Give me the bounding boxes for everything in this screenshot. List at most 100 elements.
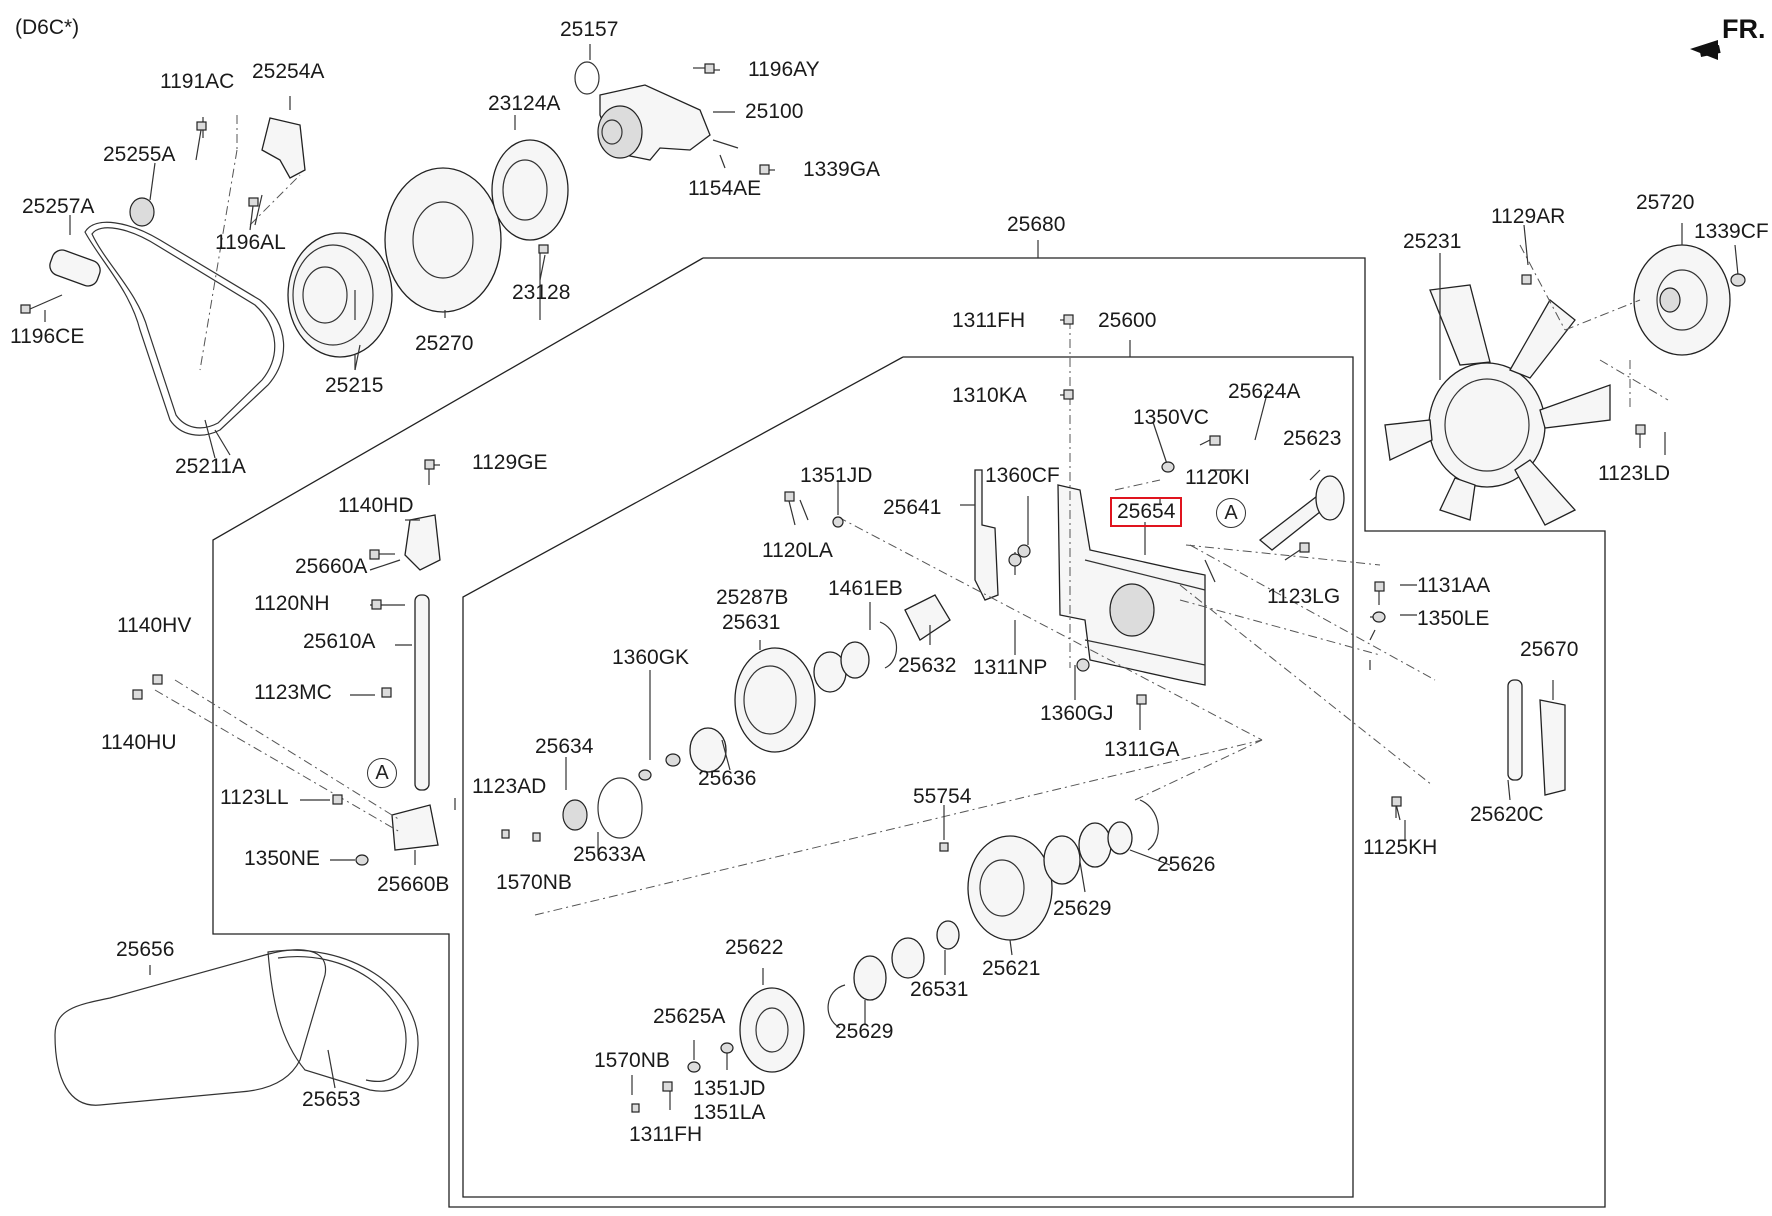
part-label[interactable]: 1311NP bbox=[973, 656, 1048, 679]
fan-clutch-25720 bbox=[1633, 244, 1731, 356]
pulley-25631 bbox=[734, 647, 816, 753]
part-label[interactable]: 55754 bbox=[913, 785, 972, 808]
part-label[interactable]: 25623 bbox=[1283, 427, 1342, 450]
part-label[interactable]: 25625A bbox=[653, 1005, 726, 1028]
belt-25656 bbox=[54, 949, 327, 1106]
bearing-25636 bbox=[689, 727, 727, 773]
part-label[interactable]: 1311FH bbox=[952, 309, 1026, 332]
part-label[interactable]: 25257A bbox=[22, 195, 95, 218]
part-label[interactable]: 25231 bbox=[1403, 230, 1462, 253]
part-label[interactable]: 25621 bbox=[982, 957, 1041, 980]
part-label[interactable]: 25254A bbox=[252, 60, 325, 83]
pulley-23124A bbox=[491, 139, 569, 241]
damper-25270 bbox=[384, 167, 502, 313]
part-label[interactable]: 1191AC bbox=[160, 70, 235, 93]
part-label[interactable]: 1570NB bbox=[594, 1049, 670, 1072]
highlighted-part-label[interactable]: 25654 bbox=[1110, 497, 1183, 527]
part-label[interactable]: 1123LD bbox=[1598, 462, 1671, 485]
group-boundary-25600 bbox=[462, 356, 1354, 1198]
snap-ring-1461EB bbox=[879, 621, 898, 669]
part-label[interactable]: 25622 bbox=[725, 936, 784, 959]
part-label[interactable]: 25270 bbox=[415, 332, 474, 355]
part-label[interactable]: 23128 bbox=[512, 281, 571, 304]
group-boundary-25680 bbox=[212, 257, 1606, 1208]
part-label[interactable]: 25631 bbox=[722, 611, 781, 634]
part-label[interactable]: 1123MC bbox=[254, 681, 332, 704]
part-label[interactable]: 25620C bbox=[1470, 803, 1544, 826]
bracket-25660A bbox=[404, 514, 441, 571]
part-label[interactable]: 25636 bbox=[698, 767, 757, 790]
part-label[interactable]: 1140HV bbox=[117, 614, 192, 637]
part-label[interactable]: 1129AR bbox=[1491, 205, 1566, 228]
part-label[interactable]: 1351LA bbox=[693, 1101, 766, 1124]
part-label[interactable]: 25629 bbox=[835, 1020, 894, 1043]
part-label[interactable]: 1120LA bbox=[762, 539, 833, 562]
part-label[interactable]: 25720 bbox=[1636, 191, 1695, 214]
part-label[interactable]: 1154AE bbox=[688, 177, 762, 200]
part-label[interactable]: 1129GE bbox=[472, 451, 548, 474]
part-label[interactable]: 25626 bbox=[1157, 853, 1216, 876]
belt-25653 bbox=[267, 949, 419, 1092]
part-label[interactable]: 1123AD bbox=[472, 775, 547, 798]
spacer-26531 bbox=[936, 920, 960, 950]
reference-marker-a: A bbox=[1216, 498, 1246, 528]
reference-marker-a: A bbox=[367, 758, 397, 788]
part-label[interactable]: 1123LG bbox=[1267, 585, 1341, 608]
part-label[interactable]: 25215 bbox=[325, 374, 384, 397]
part-label[interactable]: 1339CF bbox=[1694, 220, 1769, 243]
spindle-25632 bbox=[904, 594, 951, 641]
part-label[interactable]: 1570NB bbox=[496, 871, 572, 894]
part-label[interactable]: 25660B bbox=[377, 873, 450, 896]
part-label[interactable]: 25287B bbox=[716, 586, 789, 609]
group-label[interactable]: 25600 bbox=[1098, 309, 1157, 332]
part-label[interactable]: 25100 bbox=[745, 100, 804, 123]
part-label[interactable]: 1339GA bbox=[803, 158, 881, 181]
part-label[interactable]: 1461EB bbox=[828, 577, 903, 600]
part-label[interactable]: 1196AL bbox=[215, 231, 286, 254]
part-label[interactable]: 25211A bbox=[175, 455, 246, 478]
part-label[interactable]: 25610A bbox=[303, 630, 376, 653]
part-label[interactable]: 25670 bbox=[1520, 638, 1579, 661]
part-label[interactable]: 25157 bbox=[560, 18, 619, 41]
bearing-25629 bbox=[1043, 835, 1081, 885]
part-label[interactable]: 1350NE bbox=[244, 847, 320, 870]
part-label[interactable]: 1140HD bbox=[338, 494, 414, 517]
part-label[interactable]: 25656 bbox=[116, 938, 175, 961]
part-label[interactable]: 1350LE bbox=[1417, 607, 1490, 630]
part-label[interactable]: 25660A bbox=[295, 555, 368, 578]
part-label[interactable]: 23124A bbox=[488, 92, 561, 115]
pulley-25622 bbox=[739, 987, 805, 1073]
part-label[interactable]: 1120NH bbox=[254, 592, 330, 615]
part-label[interactable]: 1120KI bbox=[1185, 466, 1250, 489]
part-label[interactable]: 25624A bbox=[1228, 380, 1301, 403]
part-label[interactable]: 1140HU bbox=[101, 731, 177, 754]
part-label[interactable]: 1351JD bbox=[693, 1077, 766, 1100]
direction-label: FR. bbox=[1722, 14, 1766, 44]
part-label[interactable]: 1350VC bbox=[1133, 406, 1209, 429]
group-label[interactable]: 25680 bbox=[1007, 213, 1066, 236]
idler-25255A bbox=[129, 197, 155, 227]
part-label[interactable]: 1360GJ bbox=[1040, 702, 1114, 725]
part-label[interactable]: 1311GA bbox=[1104, 738, 1180, 761]
part-label[interactable]: 25629 bbox=[1053, 897, 1112, 920]
part-label[interactable]: 1196AY bbox=[748, 58, 820, 81]
part-label[interactable]: 1131AA bbox=[1417, 574, 1491, 597]
part-label[interactable]: 1360CF bbox=[985, 464, 1060, 487]
gasket-25157 bbox=[574, 61, 600, 95]
model-code: (D6C*) bbox=[15, 16, 80, 39]
part-label[interactable]: 25634 bbox=[535, 735, 594, 758]
part-label[interactable]: 25632 bbox=[898, 654, 957, 677]
part-label[interactable]: 1310KA bbox=[952, 384, 1027, 407]
part-label[interactable]: 25255A bbox=[103, 143, 176, 166]
part-label[interactable]: 1125KH bbox=[1363, 836, 1438, 859]
part-label[interactable]: 26531 bbox=[910, 978, 969, 1001]
part-label[interactable]: 1360GK bbox=[612, 646, 690, 669]
part-label[interactable]: 1123LL bbox=[220, 786, 289, 809]
part-label[interactable]: 1196CE bbox=[10, 325, 85, 348]
part-label[interactable]: 1351JD bbox=[800, 464, 873, 487]
part-label[interactable]: 1311FH bbox=[629, 1123, 703, 1146]
part-label[interactable]: 25633A bbox=[573, 843, 646, 866]
part-label[interactable]: 25653 bbox=[302, 1088, 361, 1111]
part-label[interactable]: 25641 bbox=[883, 496, 942, 519]
